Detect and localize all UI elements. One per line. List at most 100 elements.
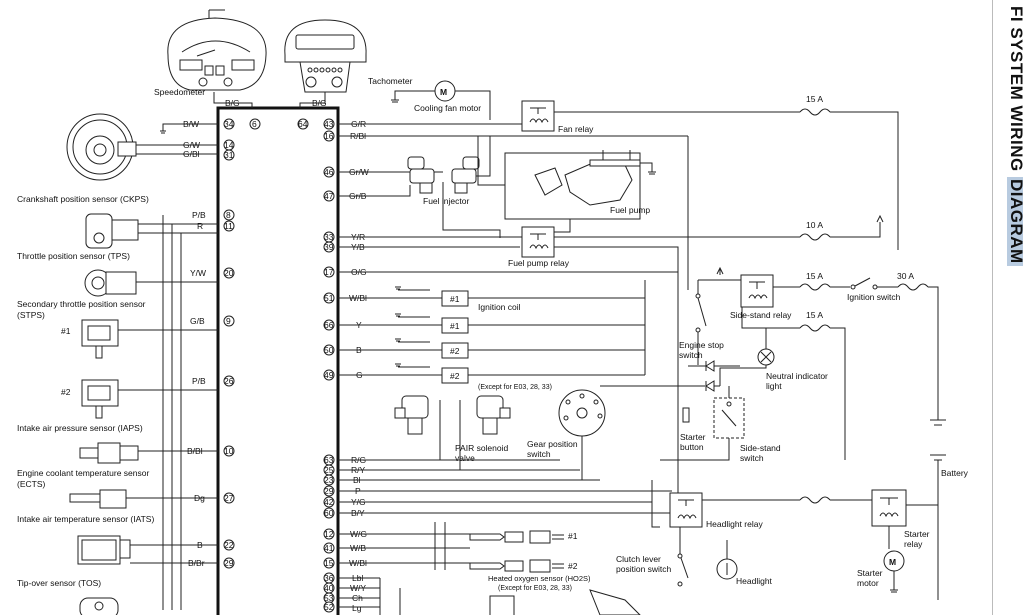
pin-number: 29: [224, 558, 234, 568]
intake-air-pressure-sensor-2: [81, 379, 119, 419]
clutch-label-2: position switch: [616, 564, 672, 574]
side-stand-relay-label: Side-stand relay: [730, 310, 792, 320]
engine-stop-label-2: switch: [679, 350, 703, 360]
headlight-relay-label: Headlight relay: [706, 519, 763, 529]
fuse-15a-mid: [799, 283, 831, 291]
pin-number: 49: [324, 370, 334, 380]
pin-number: 63: [324, 455, 334, 465]
pin-number: 11: [224, 221, 233, 231]
engine-stop-label-1: Engine stop: [679, 340, 724, 350]
left-pins: B/W G/W G/Bl P/B R Y/W G/B P/B B/Bl Dg B…: [183, 119, 235, 569]
fuel-injector: [407, 156, 480, 194]
battery-label: Battery: [941, 468, 969, 478]
pin-number: 14: [224, 140, 234, 150]
right-wires: [338, 123, 688, 608]
starter-relay-label-1: Starter: [904, 529, 930, 539]
pin-number: 22: [224, 540, 234, 550]
wire-label: B: [197, 540, 203, 550]
battery: [930, 419, 946, 461]
wire-label: P/B: [192, 376, 206, 386]
pin-number: 15: [324, 558, 334, 568]
fan-relay: [521, 100, 555, 132]
pin-number: 23: [324, 475, 334, 485]
pin-number: 42: [324, 497, 334, 507]
stps-label-2: (STPS): [17, 310, 45, 320]
starter-motor-label-2: motor: [857, 578, 879, 588]
right-pins: 16 46 47 33 39 17 51 66 50 49 63 25 23 2…: [323, 119, 369, 613]
fuse-15a-low: [799, 324, 831, 332]
coil-tag: #2: [450, 371, 460, 381]
page-title-highlight: DIAGRAM: [1007, 176, 1023, 266]
wire-label: Lg: [352, 603, 362, 613]
coil-tag: #1: [450, 294, 460, 304]
fuse-label: 30 A: [897, 271, 914, 281]
pin-number: 41: [324, 543, 334, 553]
gear-label-2: switch: [527, 449, 551, 459]
side-stand-relay: [740, 274, 774, 308]
fuse-15a-top: [799, 108, 831, 116]
pin-number: 60: [324, 508, 334, 518]
gear-label-1: Gear position: [527, 439, 578, 449]
ecu-header-pins: 34 6 64 43: [223, 118, 335, 130]
ignition-coils: [395, 286, 645, 384]
fuse-label: 15 A: [806, 271, 823, 281]
pin-number: 29: [324, 486, 334, 496]
iats-label: Intake air temperature sensor (IATS): [17, 514, 154, 524]
iaps-2-tag: #2: [61, 387, 71, 397]
pin-number: 12: [324, 529, 334, 539]
wire-label: R: [197, 221, 203, 231]
wire-label: B/Bl: [187, 446, 203, 456]
headlight: [716, 558, 738, 580]
pair-label-1: PAIR solenoid: [455, 443, 509, 453]
clutch-label-1: Clutch lever: [616, 554, 661, 564]
tachometer: [284, 19, 367, 93]
throttle-position-sensor: [85, 213, 139, 249]
page-title: FI SYSTEM WIRING DIAGRAM: [1006, 6, 1023, 266]
headlight-relay: [669, 492, 703, 528]
fuel-pump-relay-label: Fuel pump relay: [508, 258, 570, 268]
wire-label-bg-right: B/G: [312, 98, 327, 108]
tachometer-label: Tachometer: [368, 76, 413, 86]
fuse-10a: [799, 233, 831, 241]
ho2s-label-1: Heated oxygen sensor (HO2S): [488, 574, 591, 583]
side-stand-switch-label-1: Side-stand: [740, 443, 781, 453]
pin-number: 40: [324, 583, 334, 593]
pin-number: 52: [324, 602, 334, 612]
heated-oxygen-sensors: [434, 522, 564, 573]
ignition-coil-label: Ignition coil: [478, 302, 521, 312]
partial-component-bottom-left: [79, 597, 119, 615]
speedometer: [167, 9, 267, 91]
wire-label: B/W: [183, 119, 199, 129]
diodes: [705, 360, 715, 392]
pin-number: 8: [226, 210, 231, 220]
fuel-pump: [504, 150, 656, 220]
iaps-1-tag: #1: [61, 326, 71, 336]
pin-number: 50: [324, 345, 334, 355]
pin-number: 9: [226, 316, 231, 326]
pin-number: 47: [324, 191, 334, 201]
crankshaft-position-sensor: [66, 113, 137, 181]
secondary-throttle-position-sensor: [84, 269, 137, 297]
starter-button-label-1: Starter: [680, 432, 706, 442]
pin-number: 51: [324, 293, 334, 303]
wire-label: B/Br: [188, 558, 205, 568]
engine-coolant-temperature-sensor: [79, 442, 139, 464]
pin-number: 20: [224, 268, 234, 278]
ignition-switch-label: Ignition switch: [847, 292, 901, 302]
stps-label-1: Secondary throttle position sensor: [17, 299, 146, 309]
side-stand-switch-label-2: switch: [740, 453, 764, 463]
intake-air-pressure-sensor-1: [81, 319, 119, 359]
pin-number: 31: [224, 150, 234, 160]
pin-number: 46: [324, 167, 334, 177]
pin-number: 26: [224, 376, 234, 386]
headlight-label: Headlight: [736, 576, 773, 586]
neutral-label-2: light: [766, 381, 782, 391]
pin-number: 53: [324, 593, 334, 603]
wire-label: G/W: [183, 140, 200, 150]
clutch-lever-position-switch: [677, 553, 689, 587]
fuse-30a: [897, 283, 929, 291]
title-sidebar: [992, 0, 1023, 615]
tip-over-sensor: [77, 535, 131, 565]
fan-relay-label: Fan relay: [558, 124, 594, 134]
wire-label: G/B: [190, 316, 205, 326]
